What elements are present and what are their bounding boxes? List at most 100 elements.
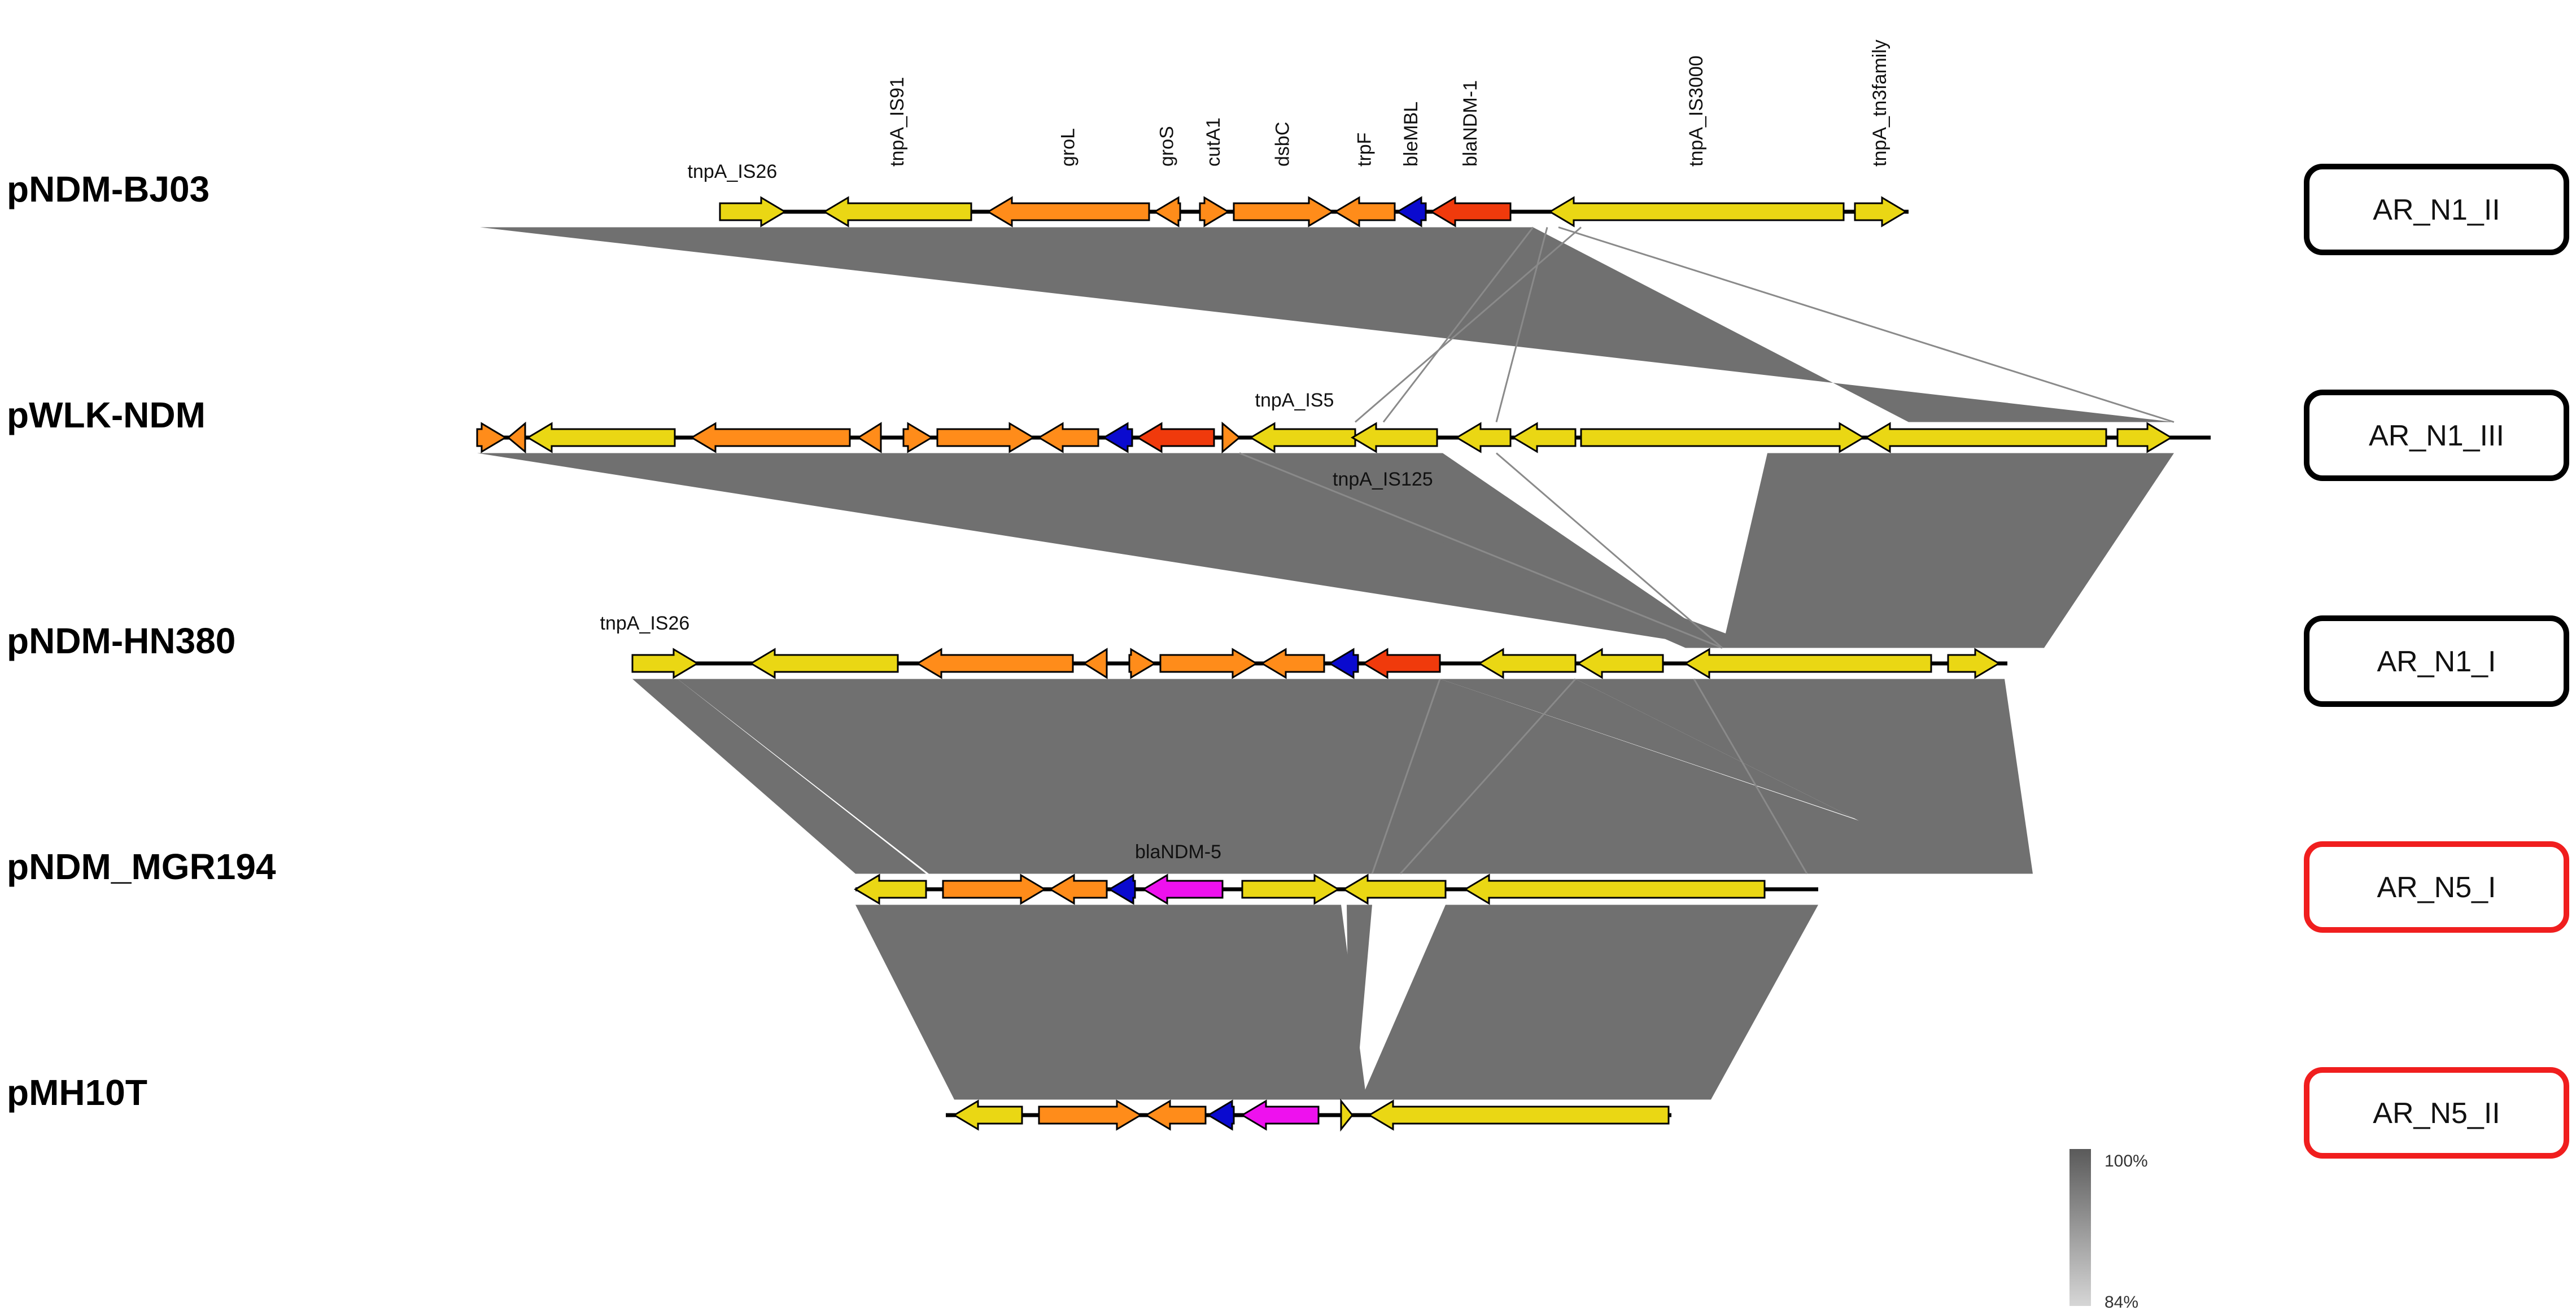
gene-arrow bbox=[1340, 1098, 1354, 1132]
similarity-band bbox=[1361, 905, 1818, 1100]
gene-label-gros: groS bbox=[1156, 126, 1178, 167]
gene-arrow bbox=[690, 422, 851, 453]
gene-arrow-blembl bbox=[1396, 196, 1427, 228]
similarity-band bbox=[632, 679, 926, 874]
similarity-line bbox=[1496, 452, 1723, 649]
gene-arrow bbox=[1260, 648, 1325, 679]
gene-arrow-tnpa-is3000 bbox=[1548, 196, 1845, 228]
gene-label-trpf: trpF bbox=[1354, 133, 1376, 167]
ar-type-labels: AR_N1_II AR_N1_III AR_N1_I AR_N5_I AR_N5_II bbox=[2304, 164, 2569, 1159]
gene-label-tnpa-is3000: tnpA_IS3000 bbox=[1686, 55, 1707, 167]
scale-max-label: 100% bbox=[2105, 1152, 2148, 1170]
similarity-band bbox=[1347, 905, 1372, 1100]
gene-label-tnpa-is26: tnpA_IS26 bbox=[688, 161, 778, 182]
plasmid-tracks: pNDM-BJ03 pWLK-NDM pNDM-HN380 pNDM_MGR194 pM… bbox=[7, 169, 2211, 1132]
gene-arrow-grol bbox=[986, 196, 1150, 228]
similarity-line bbox=[1693, 678, 1808, 875]
gene-arrow bbox=[1580, 422, 1865, 453]
gene-arrow bbox=[507, 421, 526, 454]
similarity-band bbox=[477, 453, 1765, 648]
gene-arrow bbox=[1512, 422, 1577, 453]
gene-arrow bbox=[1455, 422, 1512, 453]
gene-arrow bbox=[1102, 422, 1133, 453]
gene-label-blandm-5: blaNDM-5 bbox=[1135, 841, 1221, 863]
gene-arrow bbox=[1207, 1099, 1235, 1131]
gene-arrow bbox=[1865, 422, 2107, 453]
gene-arrow bbox=[1037, 422, 1099, 453]
gene-arrow bbox=[1136, 422, 1215, 453]
gene-arrow-blandm-1 bbox=[1430, 196, 1512, 228]
gene-arrow bbox=[749, 648, 899, 679]
similarity-band bbox=[678, 679, 2016, 874]
gene-arrow bbox=[1342, 873, 1447, 905]
gene-arrow bbox=[1145, 1099, 1207, 1131]
gene-arrow bbox=[1108, 873, 1136, 905]
gene-label-tnpa-is91: tnpA_IS91 bbox=[887, 77, 908, 167]
similarity-line bbox=[1239, 452, 1723, 649]
ar-type-label: AR_N1_II bbox=[2373, 194, 2500, 226]
plasmid-name: pMH10T bbox=[7, 1072, 147, 1113]
gene-label-tnpa-is125: tnpA_IS125 bbox=[1333, 469, 1433, 490]
plasmid-name: pNDM-BJ03 bbox=[7, 169, 209, 209]
ar-type-box bbox=[2304, 615, 2569, 707]
gene-label-blembl: bleMBL bbox=[1400, 102, 1422, 167]
ar-type-label: AR_N5_I bbox=[2377, 871, 2496, 904]
gene-arrow-trpf bbox=[1334, 196, 1396, 228]
gene-labels: tnpA_IS26 tnpA_IS91 groL groS cutA1 dsbC trpF b… bbox=[600, 40, 1891, 863]
gene-arrow bbox=[953, 1099, 1023, 1131]
gene-arrow bbox=[902, 422, 933, 453]
gene-arrow-tnpa-is26 bbox=[719, 196, 787, 228]
identity-gradient bbox=[2069, 1149, 2091, 1306]
gene-arrow bbox=[942, 873, 1046, 905]
similarity-line bbox=[1558, 226, 2175, 423]
gene-arrow bbox=[1362, 648, 1441, 679]
gene-label-tnpa-is5: tnpA_IS5 bbox=[1255, 390, 1334, 411]
ar-type-label: AR_N1_I bbox=[2377, 645, 2496, 678]
gene-arrow bbox=[1328, 648, 1359, 679]
gene-arrow bbox=[854, 873, 927, 905]
plasmid-name: pWLK-NDM bbox=[7, 395, 206, 435]
gene-arrow bbox=[526, 422, 676, 453]
similarity-line bbox=[1382, 226, 1534, 423]
ar-type-box bbox=[2304, 1067, 2569, 1159]
similarity-band bbox=[855, 905, 1366, 1100]
gene-arrow-tnpa-is125 bbox=[1351, 422, 1438, 453]
scale-min-label: 84% bbox=[2105, 1293, 2138, 1312]
gene-arrow bbox=[2116, 422, 2173, 453]
similarity-band bbox=[480, 227, 2174, 422]
gene-arrow-tnpa-is5 bbox=[1249, 422, 1356, 453]
gene-arrow bbox=[936, 422, 1035, 453]
ar-type-box bbox=[2304, 841, 2569, 933]
gene-arrow bbox=[916, 648, 1074, 679]
gene-label-cuta1: cutA1 bbox=[1203, 117, 1224, 167]
similarity-line bbox=[1371, 679, 1441, 874]
gene-arrow bbox=[1947, 648, 2001, 679]
gene-arrow-tnpa-is26 bbox=[631, 648, 699, 679]
similarity-line bbox=[1355, 226, 1582, 423]
identity-scale-bar: 100% 84% bbox=[2069, 1149, 2148, 1312]
similarity-band bbox=[1722, 453, 2174, 648]
gene-arrow bbox=[1684, 648, 1932, 679]
gene-arrow bbox=[1241, 1099, 1320, 1131]
plasmid-name: pNDM_MGR194 bbox=[7, 846, 276, 887]
gene-arrow bbox=[1464, 873, 1766, 905]
gene-arrow-tnpa-is91 bbox=[823, 196, 972, 228]
gene-arrow-dsbc bbox=[1233, 196, 1334, 228]
gene-arrow-tnpa-tn3family bbox=[1854, 196, 1907, 228]
plasmid-name: pNDM-HN380 bbox=[7, 621, 235, 661]
gene-arrow bbox=[1368, 1099, 1670, 1131]
gene-arrow bbox=[857, 422, 882, 453]
gene-label-tnpa-is26: tnpA_IS26 bbox=[600, 613, 690, 634]
gene-label-grol: groL bbox=[1058, 128, 1079, 167]
gene-label-dsbc: dsbC bbox=[1272, 122, 1294, 167]
similarity-line bbox=[1399, 678, 1577, 875]
ar-type-label: AR_N5_II bbox=[2373, 1097, 2500, 1130]
ar-type-label: AR_N1_III bbox=[2369, 420, 2504, 452]
gene-arrow bbox=[1577, 648, 1664, 679]
gene-arrow bbox=[1478, 648, 1577, 679]
gene-arrow bbox=[1221, 421, 1241, 454]
gene-label-tnpa-tn3family: tnpA_tn3family bbox=[1869, 40, 1890, 167]
similarity-line bbox=[1495, 227, 1548, 422]
gene-arrow-gros bbox=[1153, 196, 1181, 228]
